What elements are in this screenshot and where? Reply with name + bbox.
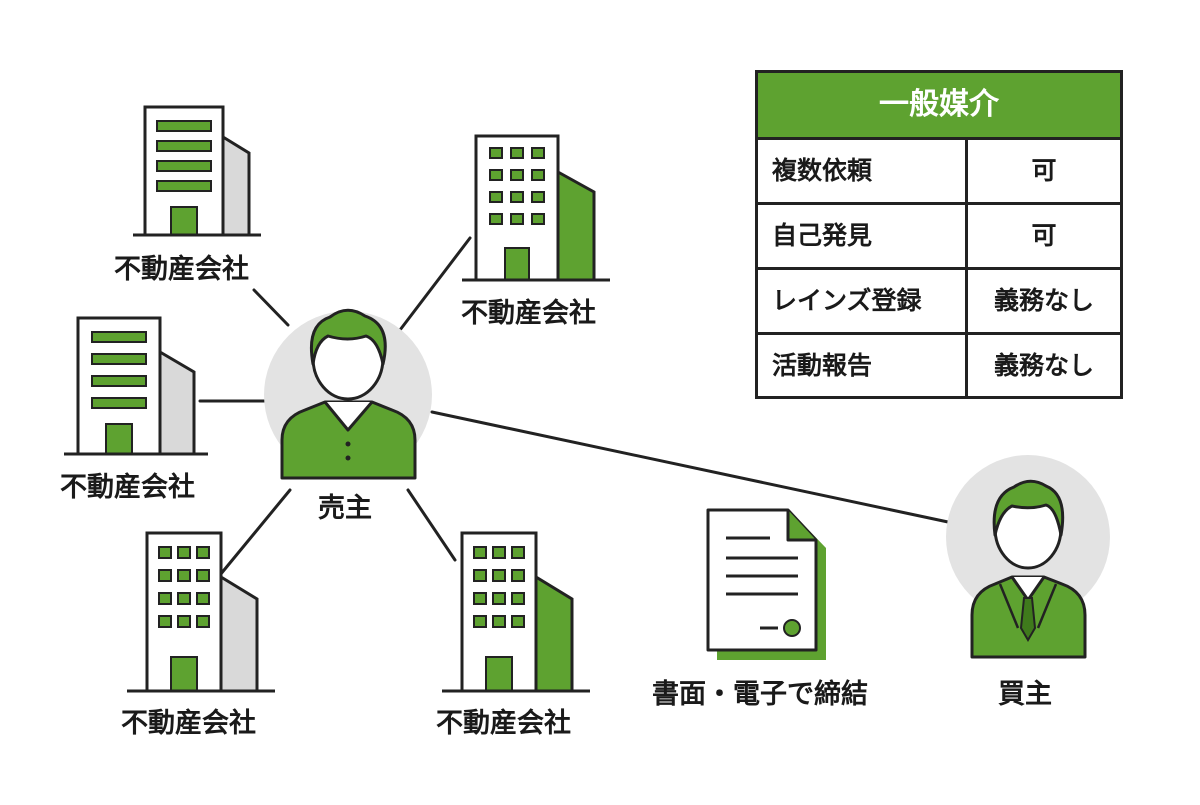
company-building-1 [133, 105, 261, 237]
line-seller-to-company-5 [406, 488, 457, 562]
company-label-1: 不動産会社 [114, 254, 249, 285]
table-value: 義務なし [993, 286, 1094, 315]
connector-lines [198, 236, 950, 577]
company-building-4 [127, 531, 275, 693]
buyer-person-icon [946, 455, 1110, 659]
table-key: 自己発見 [758, 205, 968, 267]
company-building-2 [462, 134, 610, 282]
table-row: レインズ登録 義務なし [758, 270, 1120, 335]
line-seller-to-buyer [430, 410, 950, 524]
buyer-label: 買主 [998, 679, 1052, 710]
document-label: 書面・電子で締結 [652, 679, 868, 710]
company-label-5: 不動産会社 [436, 708, 571, 739]
table-key: 複数依頼 [758, 140, 968, 202]
table-value: 可 [1031, 156, 1057, 185]
company-label-2: 不動産会社 [461, 298, 596, 329]
table-value: 義務なし [993, 351, 1094, 380]
table-row: 自己発見 可 [758, 205, 1120, 270]
company-label-4: 不動産会社 [121, 708, 256, 739]
company-building-3 [64, 316, 208, 456]
line-seller-to-company-4 [218, 488, 292, 577]
brokerage-info-table: 一般媒介 複数依頼 可 自己発見 可 レインズ登録 義務なし 活動報告 義務なし [755, 70, 1123, 399]
table-value: 可 [1031, 221, 1057, 250]
company-label-3: 不動産会社 [60, 472, 195, 503]
table-key: 活動報告 [758, 335, 968, 396]
table-key: レインズ登録 [758, 270, 968, 332]
company-building-5 [442, 531, 590, 693]
seller-person-icon [264, 308, 432, 480]
contract-document-icon [706, 508, 826, 660]
table-title: 一般媒介 [758, 73, 1120, 140]
table-row: 活動報告 義務なし [758, 335, 1120, 396]
line-seller-to-company-1 [252, 288, 290, 327]
table-row: 複数依頼 可 [758, 140, 1120, 205]
line-seller-to-company-2 [398, 236, 472, 332]
seller-label: 売主 [318, 493, 372, 524]
